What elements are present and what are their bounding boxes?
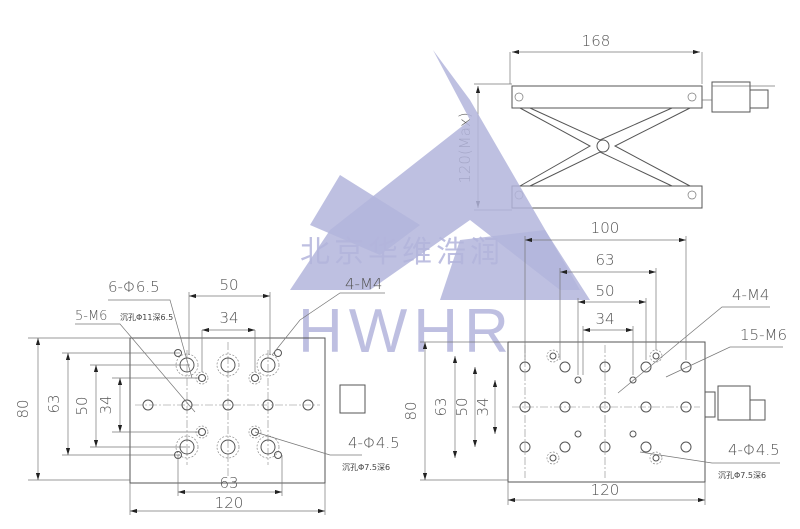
top-width-label: 168 [582, 32, 611, 50]
dim-120: 120 [591, 481, 620, 499]
dim-50: 50 [595, 282, 614, 300]
watermark-brand: HWHR [298, 297, 515, 366]
dim-h80: 80 [402, 401, 420, 420]
callout-note-cb7.5: 沉孔Φ7.5深6 [342, 463, 390, 472]
dim-h34: 34 [474, 397, 492, 416]
dim-100: 100 [591, 219, 620, 237]
dim-h63: 63 [432, 397, 450, 416]
dim-h63: 63 [45, 394, 63, 413]
callout-5-m6: 5-M6 [75, 309, 107, 324]
dim-120: 120 [215, 494, 244, 512]
callout-4-phi4.5: 4-Φ4.5 [728, 441, 780, 459]
callout-15-m6: 15-M6 [740, 326, 787, 344]
dim-63: 63 [595, 251, 614, 269]
dim-34: 34 [219, 309, 238, 327]
callout-6-phi6.5: 6-Φ6.5 [108, 278, 160, 296]
right-view: 100 63 50 34 120 80 63 50 34 4-M4 15-M6 … [339, 219, 787, 505]
dim-h80: 80 [14, 399, 32, 418]
callout-4-m4: 4-M4 [345, 275, 382, 293]
dim-h34: 34 [97, 395, 115, 414]
callout-4-m4: 4-M4 [732, 286, 769, 304]
callout-note-cb11: 沉孔Φ11深6.5 [120, 313, 173, 322]
left-view: 50 34 63 120 80 63 50 34 6-Φ6.5 沉孔Φ11深6.… [14, 275, 400, 515]
dim-h50: 50 [453, 397, 471, 416]
dim-50: 50 [219, 276, 238, 294]
watermark-brand-cn: 北京华维浩润 [300, 235, 504, 270]
dim-h50: 50 [73, 396, 91, 415]
watermark-logo: HWHR 北京华维浩润 [290, 50, 590, 366]
callout-4-phi4.5: 4-Φ4.5 [348, 434, 400, 452]
callout-note-cb7.5: 沉孔Φ7.5深6 [718, 471, 766, 480]
dim-34: 34 [595, 310, 614, 328]
dim-63: 63 [219, 474, 238, 492]
